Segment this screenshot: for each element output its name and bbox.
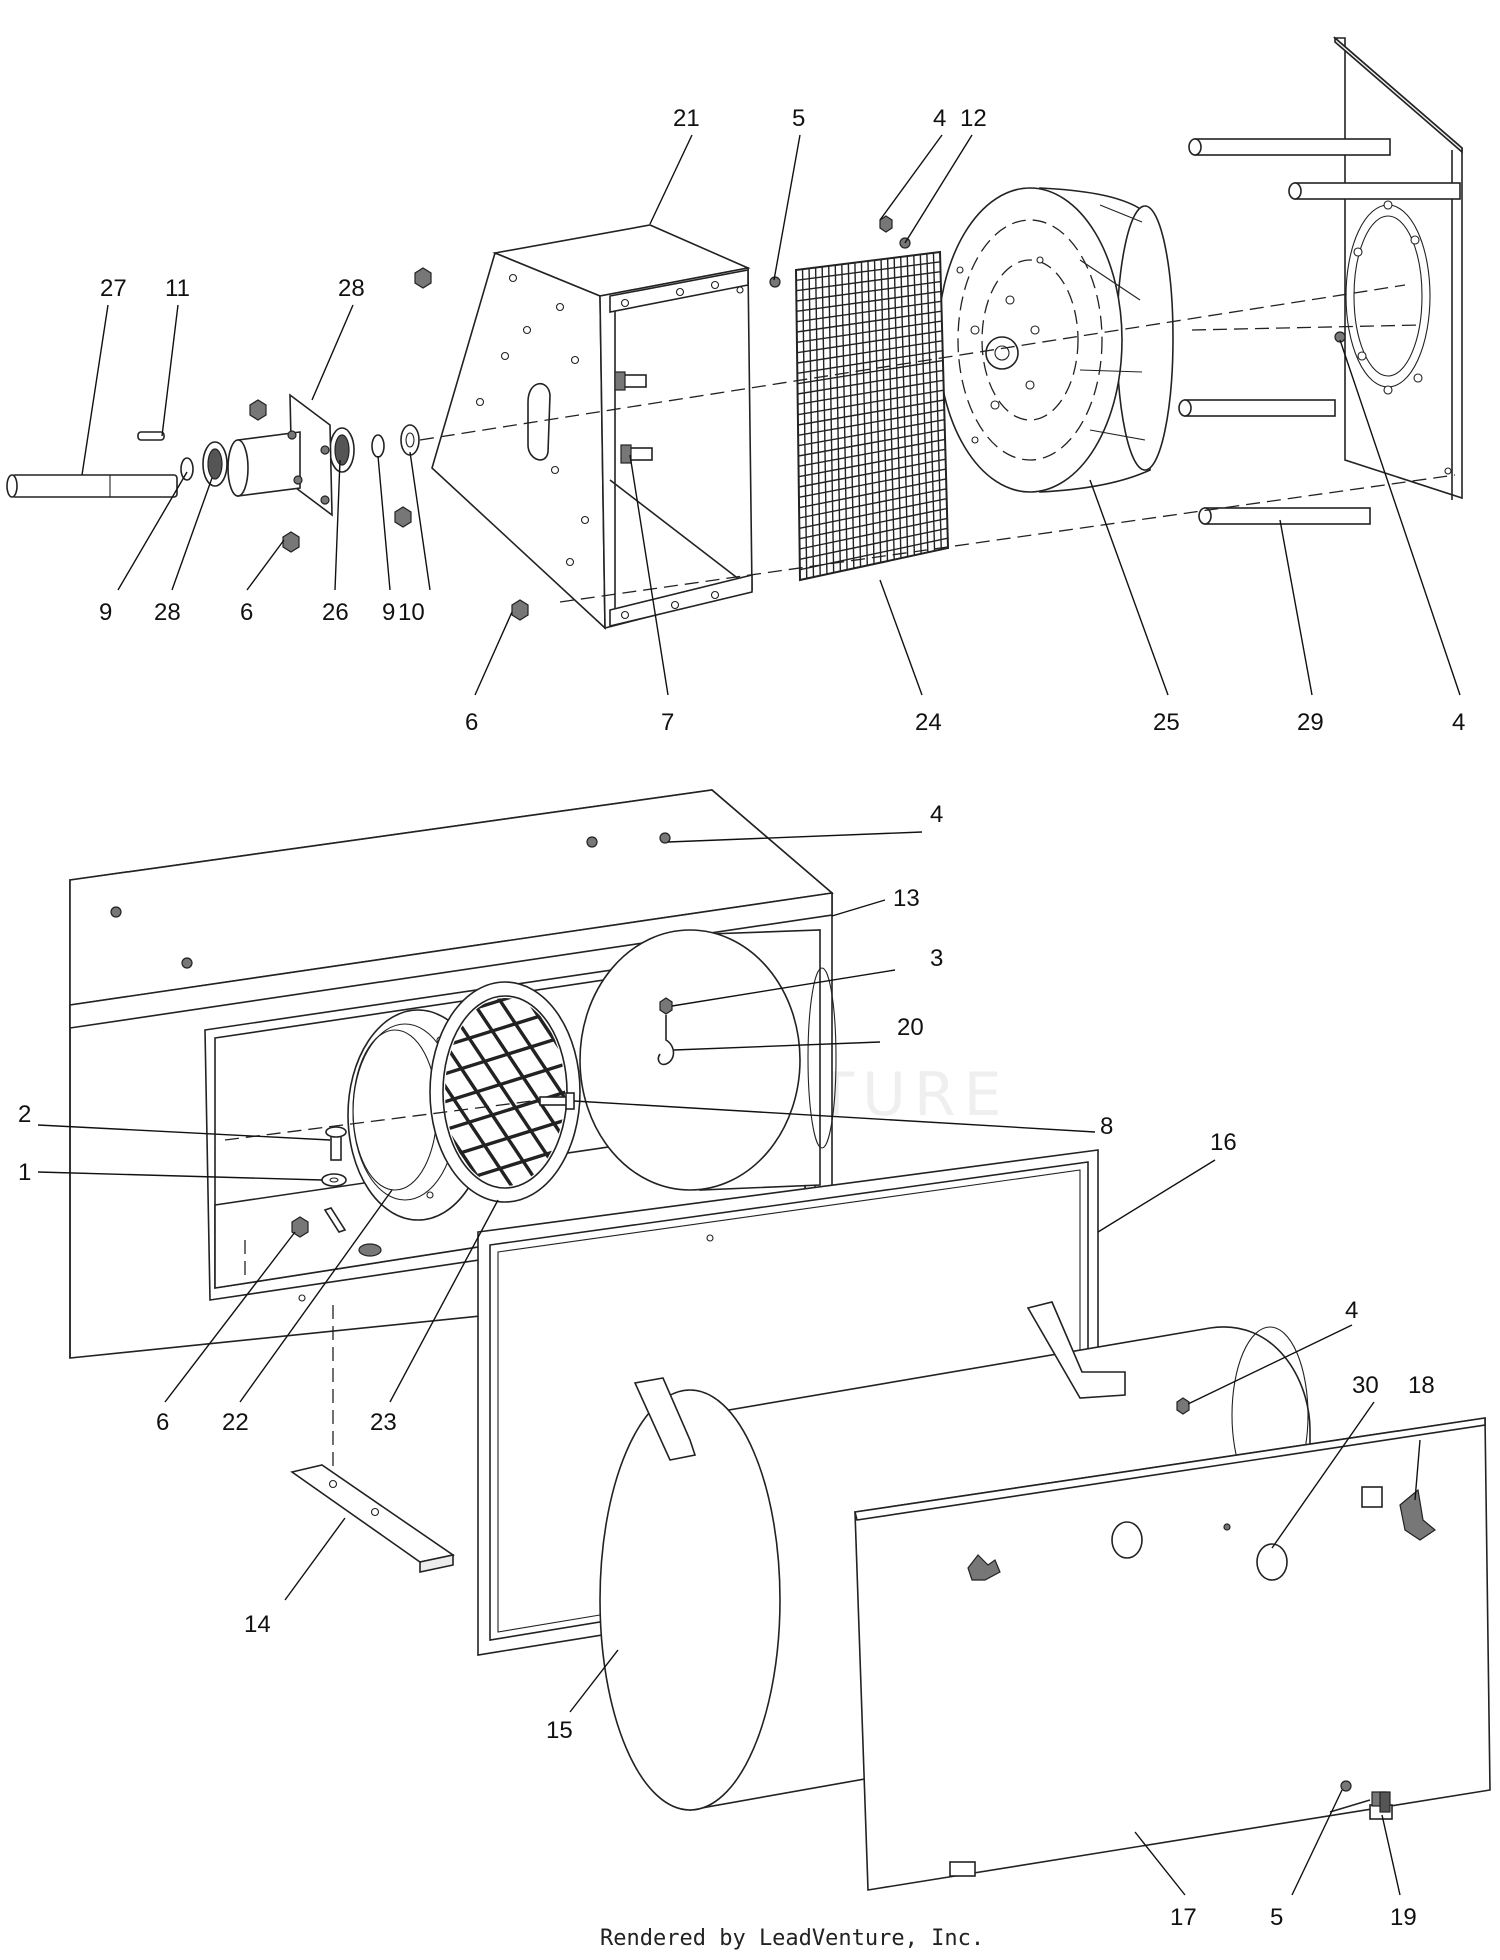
callout-4: 4 bbox=[933, 105, 946, 132]
callout-28: 28 bbox=[338, 275, 365, 302]
callout-14: 14 bbox=[244, 1611, 271, 1638]
leader-lines bbox=[37, 134, 1461, 1896]
drive-shaft bbox=[6, 474, 178, 498]
support-rod bbox=[1178, 138, 1461, 525]
callout-labels: 21 5 4 12 27 11 28 9 28 6 26 9 10 6 7 24… bbox=[18, 105, 1465, 1931]
grill-guard bbox=[429, 981, 581, 1203]
screw bbox=[539, 1092, 575, 1110]
callout-6: 6 bbox=[156, 1409, 169, 1436]
callout-4: 4 bbox=[1345, 1297, 1358, 1324]
bearing bbox=[202, 427, 355, 487]
callout-5: 5 bbox=[792, 105, 805, 132]
callout-4: 4 bbox=[1452, 709, 1465, 736]
callout-18: 18 bbox=[1408, 1372, 1435, 1399]
blower-housing bbox=[431, 224, 753, 630]
callout-19: 19 bbox=[1390, 1904, 1417, 1931]
interior-nut bbox=[291, 1216, 382, 1302]
callout-29: 29 bbox=[1297, 709, 1324, 736]
callout-24: 24 bbox=[915, 709, 942, 736]
callout-5: 5 bbox=[1270, 1904, 1283, 1931]
grill-alignment-line bbox=[224, 1099, 541, 1141]
callout-8: 8 bbox=[1100, 1113, 1113, 1140]
mesh-screen bbox=[794, 250, 950, 582]
callout-3: 3 bbox=[930, 945, 943, 972]
callout-10: 10 bbox=[398, 599, 425, 626]
callout-23: 23 bbox=[370, 1409, 397, 1436]
blower-hub-holes bbox=[956, 256, 1044, 444]
panel-latch bbox=[967, 1486, 1437, 1581]
callout-30: 30 bbox=[1352, 1372, 1379, 1399]
blower-wheel bbox=[937, 187, 1174, 493]
footer-credit: Rendered by LeadVenture, Inc. bbox=[600, 1926, 984, 1951]
callout-21: 21 bbox=[673, 105, 700, 132]
shaft-key bbox=[137, 431, 165, 441]
callout-12: 12 bbox=[960, 105, 987, 132]
carriage-bolt bbox=[321, 1126, 347, 1233]
mounting-bracket bbox=[290, 1464, 455, 1573]
retaining-ring bbox=[180, 434, 385, 481]
blower-blade-lines bbox=[1079, 204, 1146, 441]
callout-22: 22 bbox=[222, 1409, 249, 1436]
callout-6: 6 bbox=[240, 599, 253, 626]
housing-bolt bbox=[614, 371, 653, 464]
mounting-plate bbox=[1332, 36, 1463, 500]
callout-27: 27 bbox=[100, 275, 127, 302]
assembly-centerline bbox=[419, 284, 1456, 603]
callout-1: 1 bbox=[18, 1159, 31, 1186]
interior-blower-drum bbox=[579, 929, 837, 1191]
callout-6: 6 bbox=[465, 709, 478, 736]
hex-nut bbox=[249, 215, 911, 621]
panel-latch-hardware bbox=[1329, 1780, 1391, 1813]
callout-2: 2 bbox=[18, 1101, 31, 1128]
washer bbox=[400, 424, 420, 456]
housing-bolt-holes bbox=[475, 273, 744, 620]
callout-11: 11 bbox=[165, 275, 190, 302]
callout-20: 20 bbox=[897, 1014, 924, 1041]
callout-28: 28 bbox=[154, 599, 181, 626]
callout-25: 25 bbox=[1153, 709, 1180, 736]
bearing-flange bbox=[227, 393, 333, 517]
callout-13: 13 bbox=[893, 885, 920, 912]
callout-26: 26 bbox=[322, 599, 349, 626]
callout-7: 7 bbox=[661, 709, 674, 736]
callout-15: 15 bbox=[546, 1717, 573, 1744]
callout-9: 9 bbox=[99, 599, 112, 626]
callout-4: 4 bbox=[930, 801, 943, 828]
callout-17: 17 bbox=[1170, 1904, 1197, 1931]
callout-16: 16 bbox=[1210, 1129, 1237, 1156]
panel-knob bbox=[1111, 1521, 1288, 1581]
callout-9: 9 bbox=[382, 599, 395, 626]
hook bbox=[657, 997, 675, 1066]
